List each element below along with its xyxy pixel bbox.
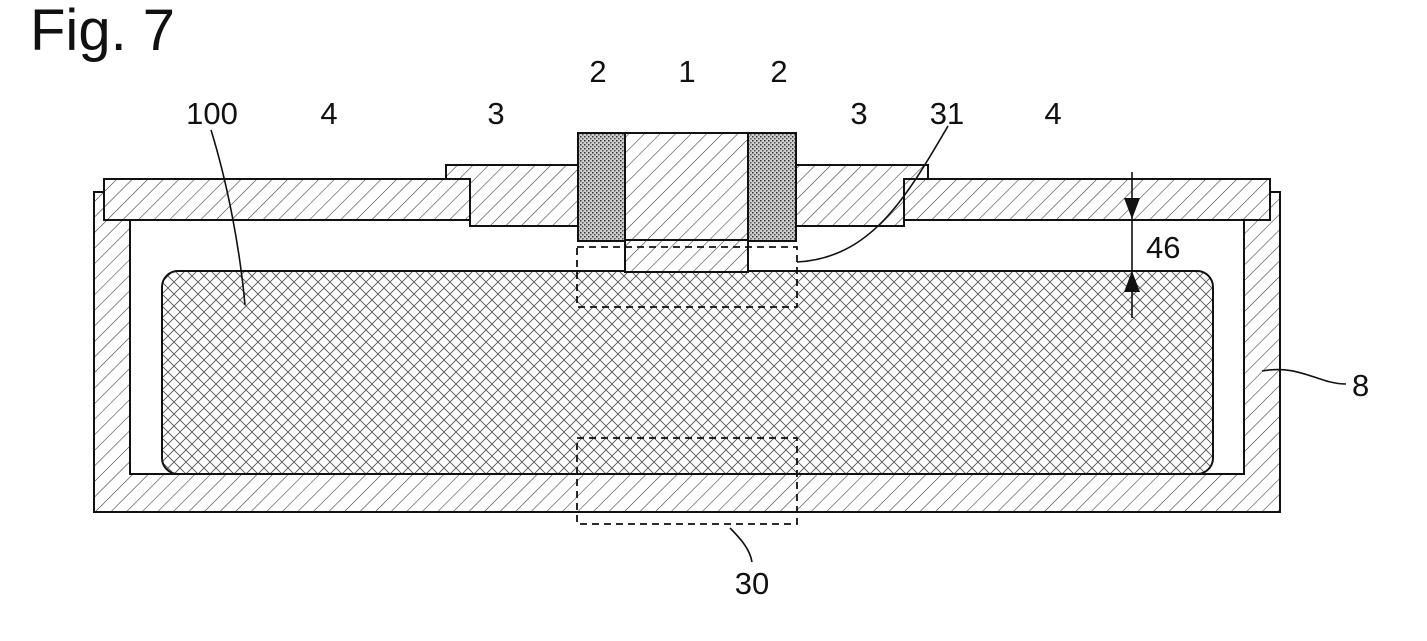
label-shoulder-right: 3: [850, 96, 867, 131]
figure-title: Fig. 7: [30, 0, 175, 63]
label-plate-left: 4: [320, 96, 337, 131]
plate-left: [104, 179, 470, 220]
label-body: 100: [186, 96, 238, 131]
plate-right: [904, 179, 1270, 220]
label-gap: 46: [1146, 230, 1180, 265]
label-seal-right: 2: [770, 54, 787, 89]
terminal-stem: [625, 240, 748, 272]
seal-left: [578, 133, 625, 241]
electrode-body: [162, 271, 1213, 474]
label-plate-right: 4: [1044, 96, 1061, 131]
label-shoulder-left: 3: [487, 96, 504, 131]
leader-region-bottom: [730, 528, 752, 562]
label-region-top: 31: [930, 96, 964, 131]
label-casing: 8: [1352, 368, 1369, 403]
label-terminal: 1: [678, 54, 695, 89]
label-region-bottom: 30: [735, 566, 769, 601]
label-seal-left: 2: [589, 54, 606, 89]
seal-right: [748, 133, 796, 241]
